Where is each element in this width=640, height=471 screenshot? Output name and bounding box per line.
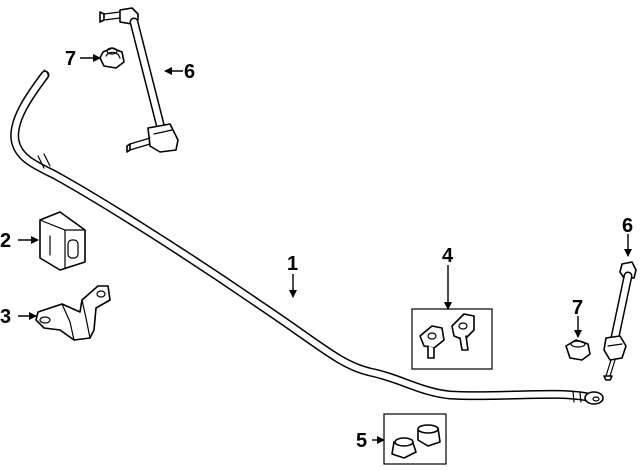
callout-6-right: 6: [622, 215, 633, 237]
stabilizer-bar: [10, 69, 604, 405]
link-nut-top: [99, 47, 125, 69]
callout-5: 5: [356, 430, 367, 452]
callout-7-right: 7: [572, 297, 583, 319]
callout-4: 4: [442, 245, 454, 267]
callout-3: 3: [0, 306, 11, 328]
callout-1: 1: [287, 253, 298, 275]
bushing-bracket: [35, 285, 111, 341]
stabilizer-link-right: [603, 261, 637, 381]
clip-set-box: [411, 308, 493, 370]
callout-6-top: 6: [184, 61, 195, 83]
stabilizer-link-top: [99, 7, 179, 153]
callout-7-top: 7: [65, 48, 76, 70]
bushing-set-box: [383, 413, 447, 465]
leader-lines: [18, 54, 632, 444]
link-nut-right: [565, 339, 591, 361]
callout-2: 2: [0, 230, 11, 252]
stabilizer-bushing: [39, 211, 86, 271]
